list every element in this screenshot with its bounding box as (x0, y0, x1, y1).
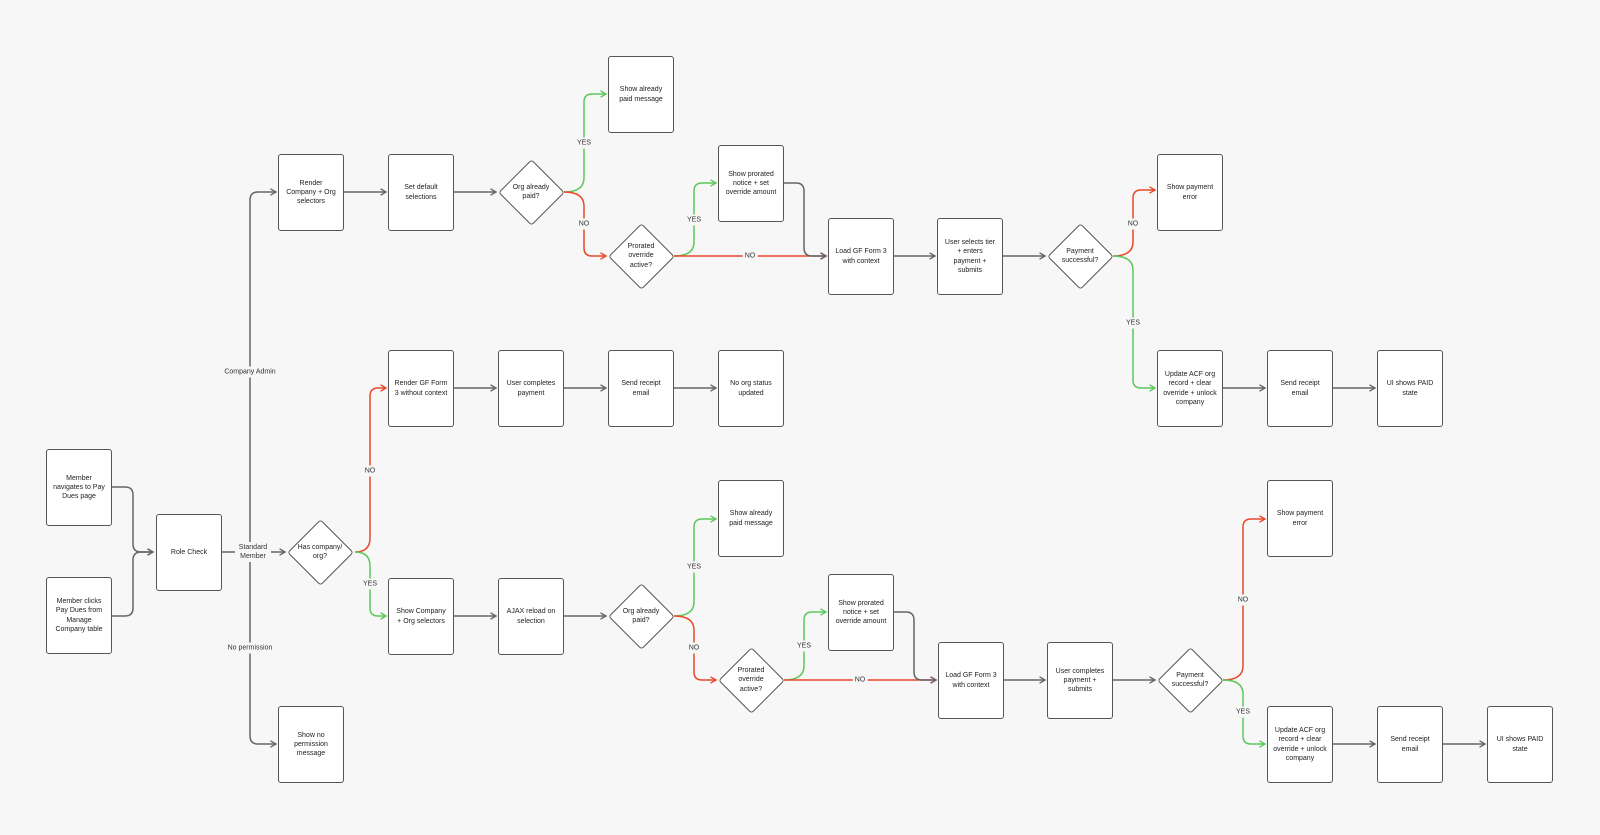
edge-org-paid-yes (563, 90, 608, 193)
node-send-receipt-bot: Send receipt email (1377, 706, 1443, 783)
node-ajax-reload: AJAX reload on selection (498, 578, 564, 655)
node-set-default-selections: Set default selections (388, 154, 454, 231)
decision-label: Prorated override active? (737, 667, 765, 693)
edge-label-no: NO (576, 218, 592, 230)
edge-label-standard-member: Standard Member (235, 542, 271, 562)
node-show-selectors: Show Company + Org selectors (388, 578, 454, 655)
node-payment-error-top: Show payment error (1157, 154, 1223, 231)
edge-has-company-no (354, 384, 388, 553)
node-show-already-paid-top: Show already paid message (608, 56, 674, 133)
node-payment-error-bot: Show payment error (1267, 480, 1333, 557)
decision-label: Prorated override active? (627, 243, 655, 269)
decision-label: Org already paid? (512, 183, 550, 200)
node-render-form-no-context: Render GF Form 3 without context (388, 350, 454, 427)
node-user-completes-submits: User completes payment + submits (1047, 642, 1113, 719)
edge-show-prorated-to-load (784, 182, 828, 260)
node-load-form-top: Load GF Form 3 with context (828, 218, 894, 295)
edge-prorated-yes (673, 179, 718, 257)
decision-label: Payment successful? (1171, 671, 1209, 688)
node-render-selectors: Render Company + Org selectors (278, 154, 344, 231)
node-member-navigates: Member navigates to Pay Dues page (46, 449, 112, 526)
edge-show-prorated-bot-to-load (894, 611, 938, 684)
edge-label-no: NO (1125, 218, 1141, 230)
decision-label: Has company/ org? (297, 543, 343, 560)
node-no-permission: Show no permission message (278, 706, 344, 783)
edge-label-yes: YES (360, 578, 380, 590)
edge-label-yes: YES (684, 561, 704, 573)
edge-label-yes: YES (684, 214, 704, 226)
node-send-receipt-top: Send receipt email (1267, 350, 1333, 427)
edge-org-paid-bot-no (673, 615, 718, 684)
node-show-already-paid-bot: Show already paid message (718, 480, 784, 557)
edge-payment-bot-yes (1222, 679, 1267, 748)
edge-label-yes: YES (794, 640, 814, 652)
decision-label: Payment successful? (1061, 247, 1099, 264)
node-update-acf-top: Update ACF org record + clear override +… (1157, 350, 1223, 427)
node-role-check: Role Check (156, 514, 222, 591)
node-ui-paid-bot: UI shows PAID state (1487, 706, 1553, 783)
node-member-clicks: Member clicks Pay Dues from Manage Compa… (46, 577, 112, 654)
edge-label-yes: YES (1233, 706, 1253, 718)
edge-label-company-admin: Company Admin (222, 366, 278, 378)
edge-payment-top-yes (1112, 255, 1157, 392)
node-no-org-status: No org status updated (718, 350, 784, 427)
edge-member-nav-to-role-check (112, 486, 155, 556)
edge-payment-bot-no (1222, 515, 1267, 681)
node-send-receipt-mid: Send receipt email (608, 350, 674, 427)
node-ui-paid-top: UI shows PAID state (1377, 350, 1443, 427)
edge-label-no-permission: No permission (225, 642, 275, 654)
edge-label-yes: YES (574, 137, 594, 149)
edge-member-clicks-to-role-check (112, 548, 155, 617)
node-update-acf-bot: Update ACF org record + clear override +… (1267, 706, 1333, 783)
edge-label-no: NO (362, 465, 378, 477)
node-show-prorated-top: Show prorated notice + set override amou… (718, 145, 784, 222)
node-user-selects-tier: User selects tier + enters payment + sub… (937, 218, 1003, 295)
node-load-form-bot: Load GF Form 3 with context (938, 642, 1004, 719)
edge-role-to-no-permission (249, 552, 278, 748)
edge-has-company-yes (354, 551, 388, 620)
edge-label-no: NO (686, 642, 702, 654)
edge-label-no: NO (742, 250, 758, 262)
edge-label-yes: YES (1123, 317, 1143, 329)
edge-payment-top-no (1112, 186, 1157, 257)
edge-label-no: NO (852, 674, 868, 686)
decision-label: Org already paid? (622, 607, 660, 624)
edge-org-paid-bot-yes (673, 515, 718, 617)
edge-prorated-bot-yes (783, 608, 828, 681)
node-user-completes-payment: User completes payment (498, 350, 564, 427)
node-show-prorated-bot: Show prorated notice + set override amou… (828, 574, 894, 651)
edge-org-paid-no (563, 191, 608, 260)
edge-label-no: NO (1235, 594, 1251, 606)
edge-role-to-company-admin (222, 188, 278, 553)
